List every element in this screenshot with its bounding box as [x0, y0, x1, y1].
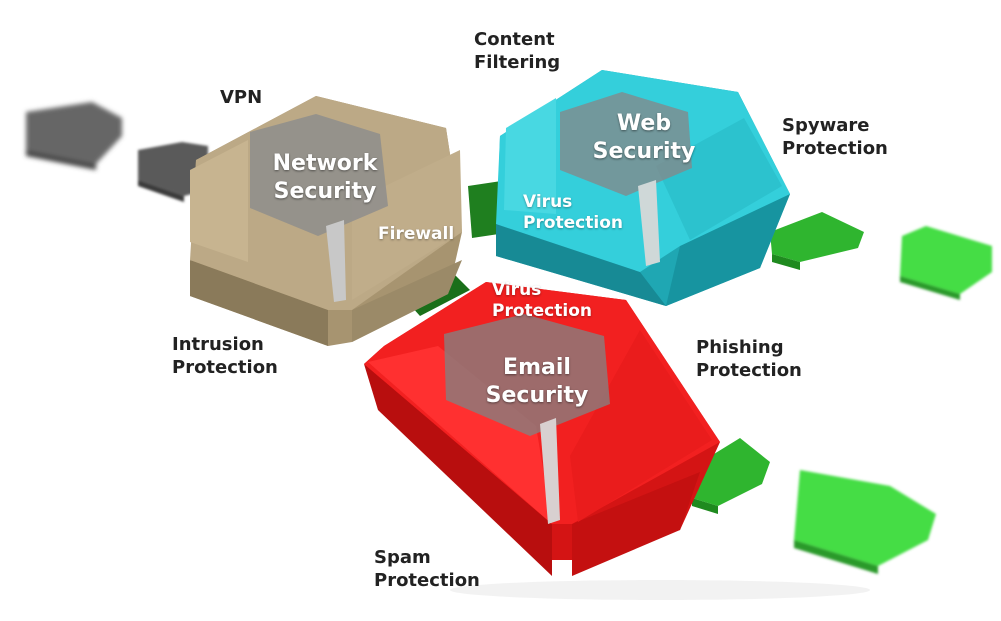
- network-security-title-line2: Security: [273, 179, 377, 204]
- spam-protection-label: Spam Protection: [374, 546, 480, 592]
- email-security-title: Email Security: [462, 354, 612, 410]
- spyware-protection-line2: Protection: [782, 138, 888, 159]
- phishing-protection-line2: Protection: [696, 360, 802, 381]
- green-arrow-web-far: [900, 226, 992, 300]
- network-security-block: [190, 96, 462, 346]
- content-filtering-line2: Filtering: [474, 52, 561, 73]
- spam-protection-line2: Protection: [374, 570, 480, 591]
- spyware-protection-label: Spyware Protection: [782, 114, 888, 160]
- web-security-title-line2: Security: [592, 139, 696, 164]
- web-security-title: Web Security: [574, 110, 714, 166]
- spam-protection-line1: Spam: [374, 547, 431, 568]
- firewall-label: Firewall: [378, 224, 454, 245]
- firewall-label-text: Firewall: [378, 224, 455, 244]
- spyware-protection-line1: Spyware: [782, 115, 870, 136]
- network-security-title-line1: Network: [272, 151, 378, 176]
- web-virus-protection-line2: Protection: [523, 213, 623, 233]
- green-arrow-email-near: [688, 438, 770, 514]
- phishing-protection-line1: Phishing: [696, 337, 784, 358]
- intrusion-protection-line1: Intrusion: [172, 334, 264, 355]
- intrusion-protection-label: Intrusion Protection: [172, 333, 278, 379]
- intrusion-protection-line2: Protection: [172, 357, 278, 378]
- content-filtering-label: Content Filtering: [474, 28, 560, 74]
- web-virus-protection-line1: Virus: [523, 192, 573, 212]
- email-virus-protection-line2: Protection: [492, 301, 592, 321]
- web-security-title-line1: Web: [616, 111, 672, 136]
- green-arrow-email-far: [794, 470, 936, 574]
- email-virus-protection-label: Virus Protection: [492, 280, 592, 322]
- phishing-protection-label: Phishing Protection: [696, 336, 802, 382]
- email-security-title-line2: Security: [485, 383, 589, 408]
- web-virus-protection-label: Virus Protection: [523, 192, 623, 234]
- email-security-title-line1: Email: [503, 355, 571, 380]
- floor-shadow: [450, 580, 870, 600]
- vpn-label: VPN: [220, 86, 262, 109]
- web-security-block: [496, 70, 790, 306]
- content-filtering-line1: Content: [474, 29, 555, 50]
- network-security-title: Network Security: [250, 150, 400, 206]
- email-security-block: [364, 282, 720, 576]
- vpn-label-text: VPN: [220, 87, 263, 108]
- email-virus-protection-line1: Virus: [492, 280, 542, 300]
- green-arrow-web-near: [770, 212, 864, 270]
- gray-arrow-far: [26, 102, 122, 170]
